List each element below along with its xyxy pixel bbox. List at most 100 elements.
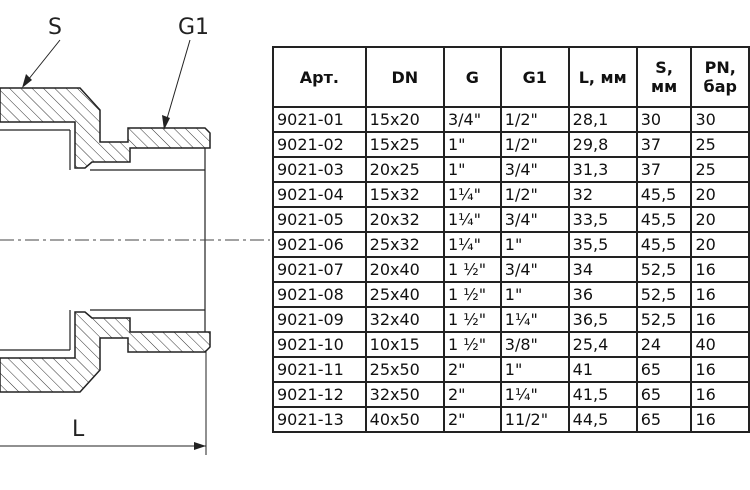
- table-cell: 3/4": [442, 106, 502, 133]
- column-header-text: DN: [391, 67, 419, 87]
- table-cell: 1": [442, 131, 502, 158]
- table-cell: 32x40: [364, 306, 445, 333]
- table-cell: 40: [690, 331, 750, 358]
- table-cell: 33,5: [567, 206, 638, 233]
- table-cell: 40x50: [364, 406, 445, 433]
- table-cell: 45,5: [635, 231, 693, 258]
- column-header: S,мм: [635, 46, 693, 108]
- leader-line-g1: [165, 39, 191, 123]
- label-s: S: [48, 15, 62, 40]
- label-g1: G1: [178, 15, 209, 40]
- upper-body-section: [0, 87, 211, 169]
- table-cell: 25x50: [364, 356, 445, 383]
- table-cell: 1 ½": [442, 281, 502, 308]
- leader-arrow-g1: [162, 115, 170, 130]
- table-cell: 20: [690, 231, 750, 258]
- table-cell: 45,5: [635, 181, 693, 208]
- label-l: L: [72, 417, 85, 442]
- table-cell: 16: [690, 306, 750, 333]
- table-cell: 1/2": [499, 131, 570, 158]
- table-cell: 25: [690, 156, 750, 183]
- column-header: L, мм: [567, 46, 638, 108]
- table-cell: 1/2": [499, 106, 570, 133]
- table-cell: 1 ½": [442, 306, 502, 333]
- table-cell: 9021-10: [272, 331, 367, 358]
- table-cell: 52,5: [635, 281, 693, 308]
- table-cell: 9021-06: [272, 231, 367, 258]
- table-cell: 1": [442, 156, 502, 183]
- table-cell: 20: [690, 181, 750, 208]
- column-header-text: PN,: [704, 58, 736, 77]
- table-cell: 36: [567, 281, 638, 308]
- table-cell: 65: [635, 381, 693, 408]
- table-cell: 29,8: [567, 131, 638, 158]
- table-cell: 45,5: [635, 206, 693, 233]
- table-cell: 1¼": [442, 231, 502, 258]
- table-cell: 30: [635, 106, 693, 133]
- table-cell: 37: [635, 156, 693, 183]
- column-header: PN,бар: [690, 46, 750, 108]
- dimension-arrow-right: [194, 442, 206, 450]
- table-cell: 20x32: [364, 206, 445, 233]
- table-cell: 15x20: [364, 106, 445, 133]
- table-cell: 15x32: [364, 181, 445, 208]
- table-cell: 1": [499, 281, 570, 308]
- table-cell: 1 ½": [442, 256, 502, 283]
- table-cell: 3/4": [499, 206, 570, 233]
- table-cell: 2": [442, 381, 502, 408]
- table-cell: 30: [690, 106, 750, 133]
- table-cell: 44,5: [567, 406, 638, 433]
- column-header-text: G1: [522, 67, 547, 87]
- table-cell: 3/4": [499, 256, 570, 283]
- column-header-text: бар: [703, 77, 737, 96]
- table-cell: 10x15: [364, 331, 445, 358]
- table-cell: 11/2": [499, 406, 570, 433]
- table-cell: 1¼": [499, 381, 570, 408]
- table-cell: 34: [567, 256, 638, 283]
- table-cell: 9021-03: [272, 156, 367, 183]
- table-cell: 1": [499, 231, 570, 258]
- table-cell: 9021-12: [272, 381, 367, 408]
- table-cell: 20: [690, 206, 750, 233]
- table-cell: 37: [635, 131, 693, 158]
- column-header: DN: [364, 46, 445, 108]
- table-cell: 35,5: [567, 231, 638, 258]
- table-cell: 1 ½": [442, 331, 502, 358]
- lower-body-section: [0, 311, 211, 393]
- column-header: G: [442, 46, 502, 108]
- table-cell: 9021-04: [272, 181, 367, 208]
- table-cell: 25x32: [364, 231, 445, 258]
- table-cell: 41,5: [567, 381, 638, 408]
- column-header-text: S,: [655, 58, 673, 77]
- table-cell: 9021-05: [272, 206, 367, 233]
- table-cell: 9021-01: [272, 106, 367, 133]
- table-cell: 2": [442, 406, 502, 433]
- fitting-technical-drawing: L S G1: [0, 15, 270, 455]
- table-cell: 1/2": [499, 181, 570, 208]
- table-cell: 25,4: [567, 331, 638, 358]
- table-cell: 9021-07: [272, 256, 367, 283]
- table-cell: 16: [690, 256, 750, 283]
- table-cell: 3/4": [499, 156, 570, 183]
- column-header-text: L, мм: [578, 67, 627, 87]
- column-header-text: G: [465, 67, 479, 87]
- table-cell: 1": [499, 356, 570, 383]
- table-cell: 32x50: [364, 381, 445, 408]
- table-cell: 20x40: [364, 256, 445, 283]
- table-cell: 16: [690, 281, 750, 308]
- table-cell: 52,5: [635, 256, 693, 283]
- table-cell: 16: [690, 381, 750, 408]
- table-cell: 1¼": [442, 181, 502, 208]
- table-cell: 2": [442, 356, 502, 383]
- table-cell: 52,5: [635, 306, 693, 333]
- column-header-text: мм: [651, 77, 678, 96]
- table-cell: 1¼": [499, 306, 570, 333]
